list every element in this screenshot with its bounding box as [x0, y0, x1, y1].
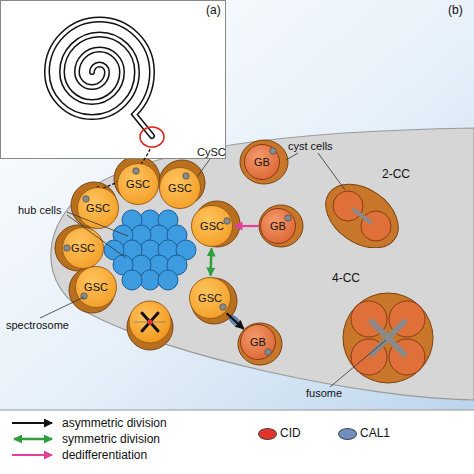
cell-label: GSC	[84, 281, 108, 293]
gsc-cell: GSC	[189, 277, 231, 319]
legend-arrow-sample	[12, 454, 52, 456]
cyst-cell	[343, 293, 433, 383]
division-arrow	[209, 248, 212, 275]
gsc-cell: GSC	[75, 266, 117, 308]
gonialblast-cell: GB	[240, 324, 276, 360]
panel-background	[0, 0, 474, 410]
leader-line	[318, 153, 345, 190]
hub-cell	[122, 270, 142, 290]
cell-label: GSC	[200, 220, 224, 232]
testis-tip	[51, 128, 474, 400]
panel-label: (a)	[206, 3, 221, 17]
cell-label: GSC	[198, 292, 222, 304]
cell-label: GSC	[126, 178, 150, 190]
cid-mark	[147, 319, 152, 324]
legend-swatch	[338, 428, 357, 440]
fusome	[372, 322, 404, 354]
cyst-cell	[318, 171, 410, 248]
legend-text: CAL1	[360, 426, 390, 440]
legend-arrow-sample	[12, 422, 52, 424]
leader-line	[40, 297, 84, 318]
division-arrow	[235, 225, 259, 227]
cell-label: GB	[250, 336, 266, 348]
spectrosome-dot	[265, 349, 271, 355]
cell-label: GSC	[168, 182, 192, 194]
cal1-mark	[227, 314, 242, 329]
cell-label: GSC	[71, 242, 95, 254]
legend-text: CID	[280, 426, 301, 440]
cell-label: GB	[270, 220, 286, 232]
spectrosome-dot	[183, 173, 189, 179]
inset-frame	[1, 1, 226, 159]
part-label: hub cells	[18, 203, 61, 217]
gsc-cell: GSC	[117, 163, 159, 205]
leader-lines	[40, 153, 386, 387]
spectrosome-dot	[285, 215, 291, 221]
gonialblast-cell: GB	[260, 208, 296, 244]
dividing-gsc	[129, 301, 171, 343]
cell-label: GB	[254, 156, 270, 168]
germ-cell	[361, 211, 391, 241]
spectrosome-dot	[224, 218, 230, 224]
fusome	[372, 322, 404, 354]
leader-line	[330, 340, 386, 387]
spectrosome-dot	[83, 196, 89, 202]
part-label: fusome	[306, 386, 342, 400]
legend-divider	[0, 410, 474, 411]
part-label: cyst cells	[288, 139, 333, 153]
spindle	[134, 322, 166, 323]
cyst-cell	[259, 205, 303, 247]
gonialblast-cell: GB	[244, 144, 280, 180]
division-arrow	[227, 313, 244, 329]
cell-label: 2-CC	[382, 168, 410, 180]
part-label: CySC	[197, 145, 226, 159]
tip-highlight	[140, 127, 164, 147]
two-cell-cyst: 2-CC	[318, 168, 410, 248]
spectrosome-dots	[64, 148, 291, 355]
leader-line	[286, 153, 298, 160]
two-cell-cyst-art	[318, 168, 410, 248]
four-cell-cyst-art	[330, 270, 440, 385]
germ-cell	[333, 191, 363, 221]
panel-label: (b)	[448, 3, 463, 17]
legend-text: asymmetric division	[62, 416, 167, 430]
chromosome	[142, 313, 158, 331]
testis-coil-outline	[47, 20, 152, 137]
cyst-cell	[240, 140, 288, 184]
gsc-cell: GSC	[62, 227, 104, 269]
testis-coil-lumen	[47, 20, 152, 137]
chromosome	[142, 313, 158, 331]
cell-label: 4-CC	[332, 272, 360, 284]
legend-text: symmetric division	[62, 432, 160, 446]
fusome-bar	[354, 210, 370, 222]
cyst-cell	[238, 323, 282, 365]
part-label: spectrosome	[6, 318, 69, 332]
spectrosome-dot	[133, 168, 139, 174]
leader-line	[67, 212, 128, 236]
legend-text: dedifferentiation	[62, 448, 147, 462]
leader-line	[197, 159, 210, 177]
leader-line	[67, 215, 126, 258]
spectrosome-dot	[270, 148, 276, 154]
spectrosome-dot	[64, 245, 70, 251]
legend-arrow-sample	[14, 438, 52, 441]
hub-cell	[158, 270, 178, 290]
gsc-cell: GSC	[191, 205, 233, 247]
four-cell-cyst: 4-CC	[330, 270, 440, 385]
spectrosome-dot	[81, 293, 87, 299]
spectrosome-dot	[220, 304, 226, 310]
hub-cell	[140, 270, 160, 290]
gsc-cell: GSC	[77, 187, 119, 229]
hub-cluster	[104, 210, 196, 290]
legend-swatch	[258, 428, 277, 440]
gsc-cell: GSC	[159, 167, 201, 209]
cell-label: GSC	[86, 202, 110, 214]
